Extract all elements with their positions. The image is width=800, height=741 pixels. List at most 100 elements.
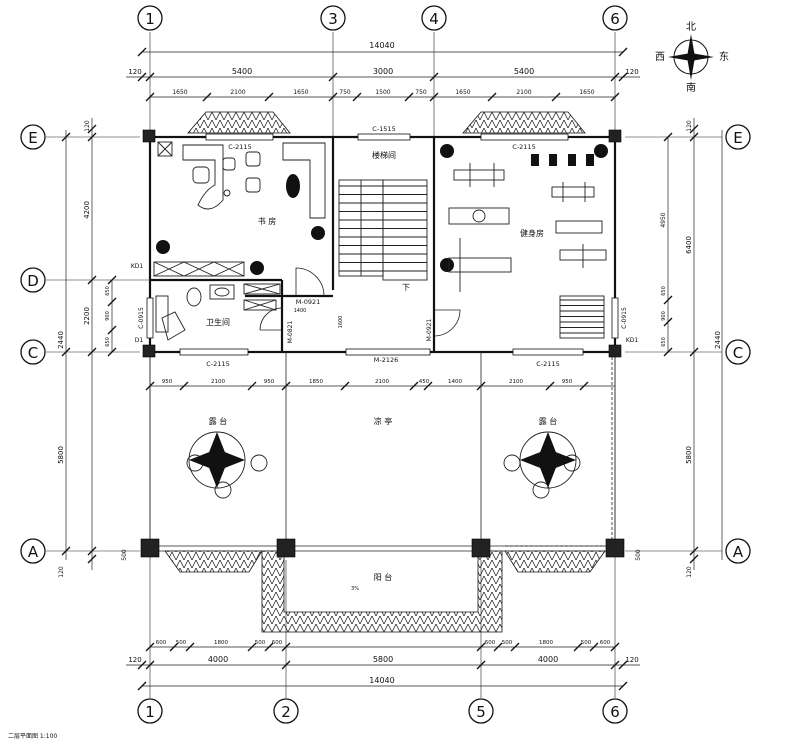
dim-top-major: 120 <box>625 68 638 76</box>
axis-label: E <box>28 129 37 147</box>
dim-top-major: 5400 <box>232 67 252 76</box>
dim-top-minor: 2100 <box>230 89 245 96</box>
dim-left-inner: 500 <box>121 549 128 561</box>
axis-label: 4 <box>429 10 439 28</box>
dim-left-inner: 650 <box>105 337 111 347</box>
dim-right-outer: 6400 <box>685 236 693 254</box>
dim-bottom-minor: 1800 <box>214 640 228 646</box>
dim-bottom-major: 120 <box>128 656 141 664</box>
axis-bubbles-bottom: 1 2 5 6 <box>137 698 628 724</box>
columns <box>140 129 625 558</box>
dim-bottom-major: 5800 <box>373 655 393 664</box>
axis-label: 1 <box>145 703 155 721</box>
dim-bottom-minor: 500 <box>502 640 513 646</box>
dim-terrace: 1400 <box>448 379 462 385</box>
dim-right-inner: 900 <box>661 311 667 321</box>
dim-bottom-minor: 1800 <box>539 640 553 646</box>
terrace-dimensions: 950 2100 950 1850 2100 450 1400 2100 950 <box>145 379 615 391</box>
axis-bubbles-top: 1 3 4 6 <box>137 5 628 31</box>
compass-east: 东 <box>719 50 729 63</box>
dim-right-inner: 4950 <box>660 212 667 227</box>
axis-label: 2 <box>281 703 291 721</box>
window-label: C-2115 <box>228 143 251 151</box>
bottom-dimensions: 600 500 1800 500 600 600 500 1800 500 60… <box>126 640 640 691</box>
dim-terrace: 2100 <box>509 379 523 385</box>
room-terrace-left: 露 台 <box>209 416 228 426</box>
dumbbells <box>531 154 594 166</box>
drawing-footer: 二层平面图 1:100 <box>8 733 57 740</box>
room-study: 书 房 <box>258 216 277 226</box>
dim-top-minor: 1650 <box>293 89 308 96</box>
axis-label: 6 <box>610 10 620 28</box>
dim-top-minor: 1500 <box>375 89 390 96</box>
dim-top-total: 14040 <box>369 41 394 50</box>
door-label: M-2126 <box>374 356 399 364</box>
room-stair: 楼梯间 <box>372 150 396 160</box>
window-label: C-0915 <box>621 307 628 329</box>
compass: 北 东 西 南 <box>655 21 729 94</box>
windows <box>146 133 619 356</box>
dim-right-outer: 120 <box>686 120 693 132</box>
dim-top-minor: 2100 <box>516 89 531 96</box>
right-dimensions: 120 6400 2440 5800 120 4950 650 900 650 … <box>635 118 723 578</box>
dim-left-inner: 120 <box>84 120 91 132</box>
window-label: C-1515 <box>372 125 395 133</box>
dim-left-inner: 900 <box>105 311 111 321</box>
dim-bottom-minor: 500 <box>176 640 187 646</box>
dim-bottom-minor: 600 <box>485 640 496 646</box>
axis-label: 1 <box>145 10 155 28</box>
window-label: C-0915 <box>138 307 145 329</box>
dim-right-outer: 2440 <box>714 331 722 349</box>
axis-label: C <box>28 344 38 362</box>
dim-left-outer: 120 <box>58 566 65 578</box>
opening-labels: C-1515 C-2115 C-2115 C-2115 C-2115 M-092… <box>131 125 639 592</box>
dim-bottom-minor: 500 <box>581 640 592 646</box>
top-dimensions: 14040 120 5400 3000 5400 120 1650 2100 1… <box>126 41 640 102</box>
dim-left-outer: 2440 <box>57 331 65 349</box>
study-furniture <box>153 141 326 277</box>
dim-top-minor: 1650 <box>172 89 187 96</box>
slope-label: 3% <box>351 586 359 592</box>
walls <box>148 135 617 552</box>
axis-label: 6 <box>610 703 620 721</box>
dim-bottom-total: 14040 <box>369 676 394 685</box>
dim-left-inner: 4200 <box>83 201 91 219</box>
dim-misc: 1400 <box>294 308 307 314</box>
axis-bubbles-left: E D C A <box>20 124 46 564</box>
dim-top-major: 120 <box>128 68 141 76</box>
dim-terrace: 950 <box>562 379 573 385</box>
dim-terrace: 2100 <box>211 379 225 385</box>
dim-misc: 1600 <box>338 316 344 329</box>
vent-label: KD1 <box>626 337 639 344</box>
door-label: M-0921 <box>296 298 321 306</box>
dim-bottom-major: 120 <box>625 656 638 664</box>
axis-bubbles-right: E C A <box>725 124 751 564</box>
dim-top-major: 3000 <box>373 67 393 76</box>
compass-north: 北 <box>686 21 696 33</box>
dim-bottom-major: 4000 <box>538 655 558 664</box>
room-labels: 书 房 楼梯间 健身房 卫生间 露 台 凉 亭 露 台 阳 台 下 <box>206 150 557 582</box>
dim-bottom-minor: 600 <box>600 640 611 646</box>
axis-label: D <box>27 272 39 290</box>
dim-top-minor: 1650 <box>455 89 470 96</box>
compass-west: 西 <box>655 52 665 63</box>
dim-left-outer: 5800 <box>57 446 65 464</box>
stair-treads <box>339 185 427 272</box>
dim-bottom-major: 4000 <box>208 655 228 664</box>
window-label: C-2115 <box>512 143 535 151</box>
dim-terrace: 450 <box>419 379 430 385</box>
dim-bottom-minor: 600 <box>156 640 167 646</box>
doors <box>259 267 461 337</box>
dim-bottom-minor: 600 <box>272 640 283 646</box>
vent-label: D1 <box>135 337 144 344</box>
dim-terrace: 1850 <box>309 379 323 385</box>
axis-label: C <box>733 344 743 362</box>
dim-top-minor: 750 <box>339 89 351 96</box>
dim-right-outer: 120 <box>686 566 693 578</box>
dim-bottom-minor: 500 <box>255 640 266 646</box>
room-balcony: 阳 台 <box>374 572 393 582</box>
dim-right-inner: 650 <box>661 286 667 296</box>
umbrella-left <box>186 431 268 499</box>
umbrella-right <box>503 431 581 499</box>
left-dimensions: 2440 5800 120 120 4200 2200 650 900 650 … <box>57 118 128 578</box>
